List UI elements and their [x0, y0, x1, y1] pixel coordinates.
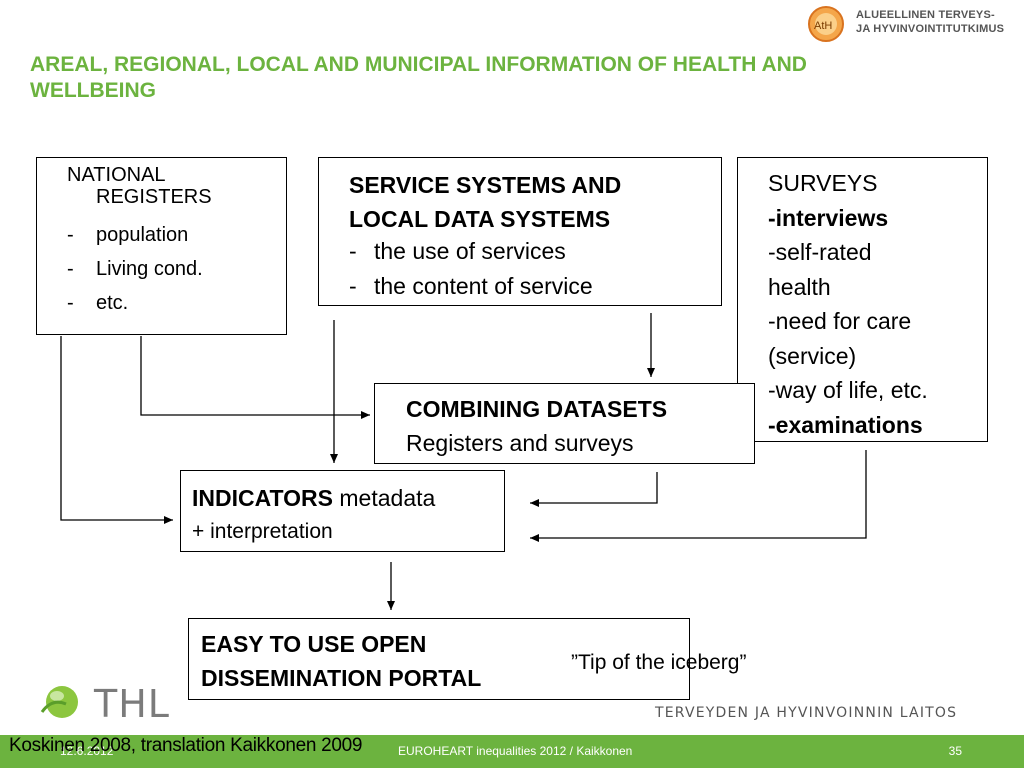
indicators-meta: metadata	[333, 485, 436, 511]
list-item: -etc.	[67, 292, 129, 314]
logo-line-1: ALUEELLINEN TERVEYS-	[856, 9, 995, 21]
logo-mark: AtH	[814, 20, 832, 32]
surveys-box: SURVEYS -interviews -self-rated health -…	[737, 157, 988, 442]
list-item: -the use of services	[349, 238, 566, 264]
combining-sub: Registers and surveys	[406, 430, 634, 456]
aluetutkimus-logo: AtH ALUEELLINEN TERVEYS- JA HYVINVOINTIT…	[804, 2, 1014, 44]
arrow-combining-to-indicators	[530, 472, 658, 507]
national-registers-box: NATIONAL REGISTERS -population -Living c…	[36, 157, 287, 335]
surveys-line: -need for care	[768, 308, 912, 334]
thl-tagline: TERVEYDEN JA HYVINVOINNIN LAITOS	[655, 705, 958, 721]
surveys-line: -way of life, etc.	[768, 377, 928, 403]
national-registers-list: -population -Living cond. -etc.	[67, 218, 203, 320]
thl-leaf-icon	[40, 686, 78, 718]
thl-wordmark: THL	[94, 682, 170, 726]
indicators-box: INDICATORS metadata + interpretation	[180, 470, 505, 552]
footer-bar: 12.6.2012 EUROHEART inequalities 2012 / …	[0, 735, 1024, 768]
surveys-heading: SURVEYS	[768, 170, 878, 196]
footer-center: EUROHEART inequalities 2012 / Kaikkonen	[398, 744, 633, 758]
list-item: -Living cond.	[67, 258, 203, 280]
arrow-surveys-to-indicators	[530, 450, 867, 542]
arrow-registers-to-indicators	[60, 336, 173, 524]
page-number: 35	[948, 744, 962, 758]
iceberg-note: ”Tip of the iceberg”	[571, 651, 747, 674]
surveys-line: (service)	[768, 342, 857, 369]
national-registers-heading-1: NATIONAL	[67, 164, 166, 186]
surveys-examinations: -examinations	[768, 411, 923, 438]
list-item: -population	[67, 224, 189, 246]
citation: Koskinen 2008, translation Kaikkonen 200…	[9, 735, 363, 756]
indicators-interpretation: + interpretation	[192, 520, 333, 543]
ath-logo-icon: AtH	[808, 6, 844, 42]
portal-line-2: DISSEMINATION PORTAL	[201, 665, 482, 691]
page-title: AREAL, REGIONAL, LOCAL AND MUNICIPAL INF…	[30, 53, 807, 102]
service-systems-heading-1: SERVICE SYSTEMS AND	[349, 172, 622, 198]
logo-line-2: JA HYVINVOINTITUTKIMUS	[856, 23, 1005, 35]
combining-heading: COMBINING DATASETS	[406, 396, 668, 422]
service-systems-list: -the use of services -the content of ser…	[349, 234, 593, 304]
thl-logo: THL	[36, 680, 186, 726]
combining-datasets-box: COMBINING DATASETS Registers and surveys	[374, 383, 755, 464]
dissemination-portal-box: EASY TO USE OPEN DISSEMINATION PORTAL	[188, 618, 690, 700]
indicators-heading: INDICATORS	[192, 485, 333, 511]
surveys-line: health	[768, 273, 831, 300]
footer-date: 12.6.2012	[60, 744, 114, 758]
portal-line-1: EASY TO USE OPEN	[201, 631, 427, 657]
surveys-interviews: -interviews	[768, 204, 889, 231]
arrow-registers-to-combining	[140, 336, 370, 419]
service-systems-box: SERVICE SYSTEMS AND LOCAL DATA SYSTEMS -…	[318, 157, 722, 306]
surveys-line: -self-rated	[768, 239, 872, 265]
national-registers-heading-2: REGISTERS	[96, 186, 212, 208]
service-systems-heading-2: LOCAL DATA SYSTEMS	[349, 206, 611, 232]
list-item: -the content of service	[349, 273, 593, 299]
